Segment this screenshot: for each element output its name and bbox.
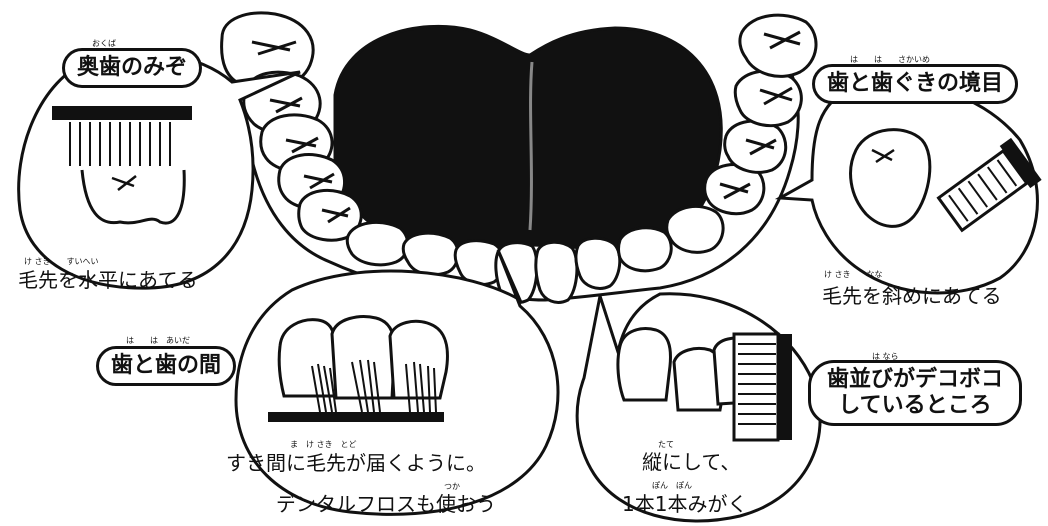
left-tooth-marks [251,40,351,224]
tooth-f1 [494,241,539,304]
gum-line-caption: 毛先を斜めにあてる [822,284,1002,308]
crooked-caption1-reading: たて [658,440,674,449]
molar-tooth-drawing [80,169,186,225]
tongue [333,24,723,250]
tooth-r8 [617,226,673,273]
brush-gum [936,137,1042,233]
between-teeth-caption-2: デンタルフロスも使おう [276,492,496,516]
tooth-f3 [574,236,622,290]
between-teeth-caption-1: すき間に毛先が届くように。 [226,451,486,475]
front-tooth-c [388,319,449,400]
between-title-reading: は は あいだ [126,336,190,345]
brush-crooked [732,332,792,442]
tongue-midline [528,61,534,231]
tooth-f2 [534,240,579,304]
crooked-teeth-caption-1: 縦にして、 [642,450,741,474]
brush-between-bristles [311,359,437,413]
crooked-tooth-a [616,327,672,402]
tooth-l7 [401,231,460,277]
between-caption2-reading: つか [444,482,460,491]
molar-grooves-title: 奥歯のみぞ [62,48,203,88]
gum-caption-reading: け さき なな [824,270,883,279]
callout-between-teeth [234,249,560,516]
mouth [333,24,723,250]
callout-crooked-teeth [575,292,822,523]
callout-molar-grooves [17,50,301,290]
brush-bristles-molar [69,122,171,166]
brush-head-between [268,412,444,422]
crooked-teeth-title: 歯並びがデコボコ しているところ [808,360,1022,426]
tooth-r3 [738,13,818,78]
gum-tooth-drawing [849,128,932,228]
tooth-l8 [453,239,506,286]
tooth-r5 [723,119,788,174]
gum-line-title: 歯と歯ぐきの境目 [812,64,1019,104]
gum-line [243,34,800,302]
between-teeth-title: 歯と歯の間 [96,346,237,386]
crooked-title-line-1: 歯並びがデコボコ [826,367,1003,392]
front-teeth [494,236,622,304]
between-caption1-reading: ま け さき とど [290,440,357,449]
crooked-title-line-2: しているところ [838,393,992,418]
callout-gum-line [774,80,1042,295]
tooth-l6 [345,220,410,267]
right-tooth-marks [719,30,801,200]
molar-grooves-caption: 毛先を水平にあてる [18,268,198,292]
brush-head-molar [52,106,192,120]
molar-caption-reading: け さき すいへい [24,257,99,266]
tooth-r7 [665,204,725,254]
gum-title-reading: は は さかいめ [850,55,930,64]
molar-title-reading: おくば [92,39,116,48]
crooked-caption2-reading: ぽん ぽん [652,481,692,490]
crooked-teeth-caption-2: 1本1本みがく [622,492,748,516]
crooked-title-reading: は なら [872,352,899,361]
